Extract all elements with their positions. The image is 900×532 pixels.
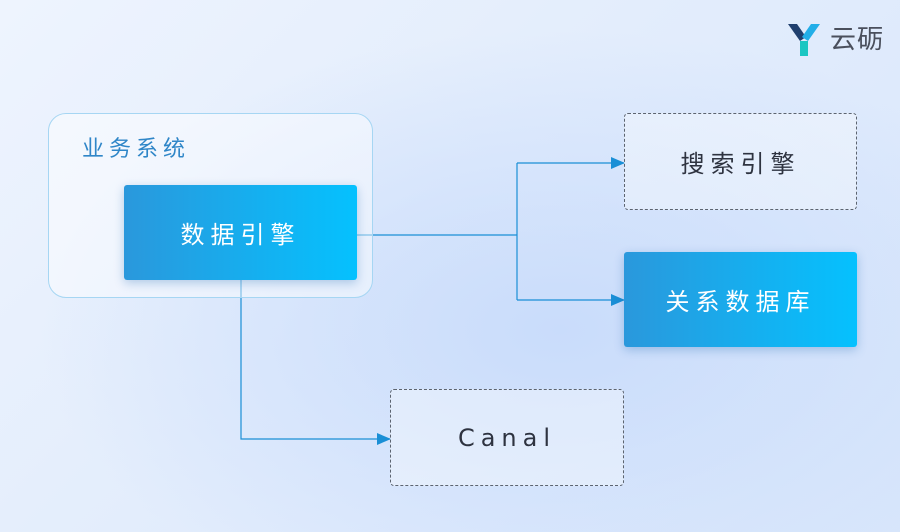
search-engine-node: 搜索引擎	[624, 113, 857, 210]
data-engine-node: 数据引擎	[124, 185, 357, 280]
brand-name: 云砺	[830, 25, 885, 55]
arrow-to-canal	[240, 280, 391, 445]
y-logo-icon	[788, 24, 820, 56]
canal-node: Canal	[390, 389, 624, 486]
business-system-label: 业务系统	[82, 137, 191, 162]
relational-db-node: 关系数据库	[624, 252, 857, 347]
brand-logo: 云砺	[786, 22, 884, 58]
